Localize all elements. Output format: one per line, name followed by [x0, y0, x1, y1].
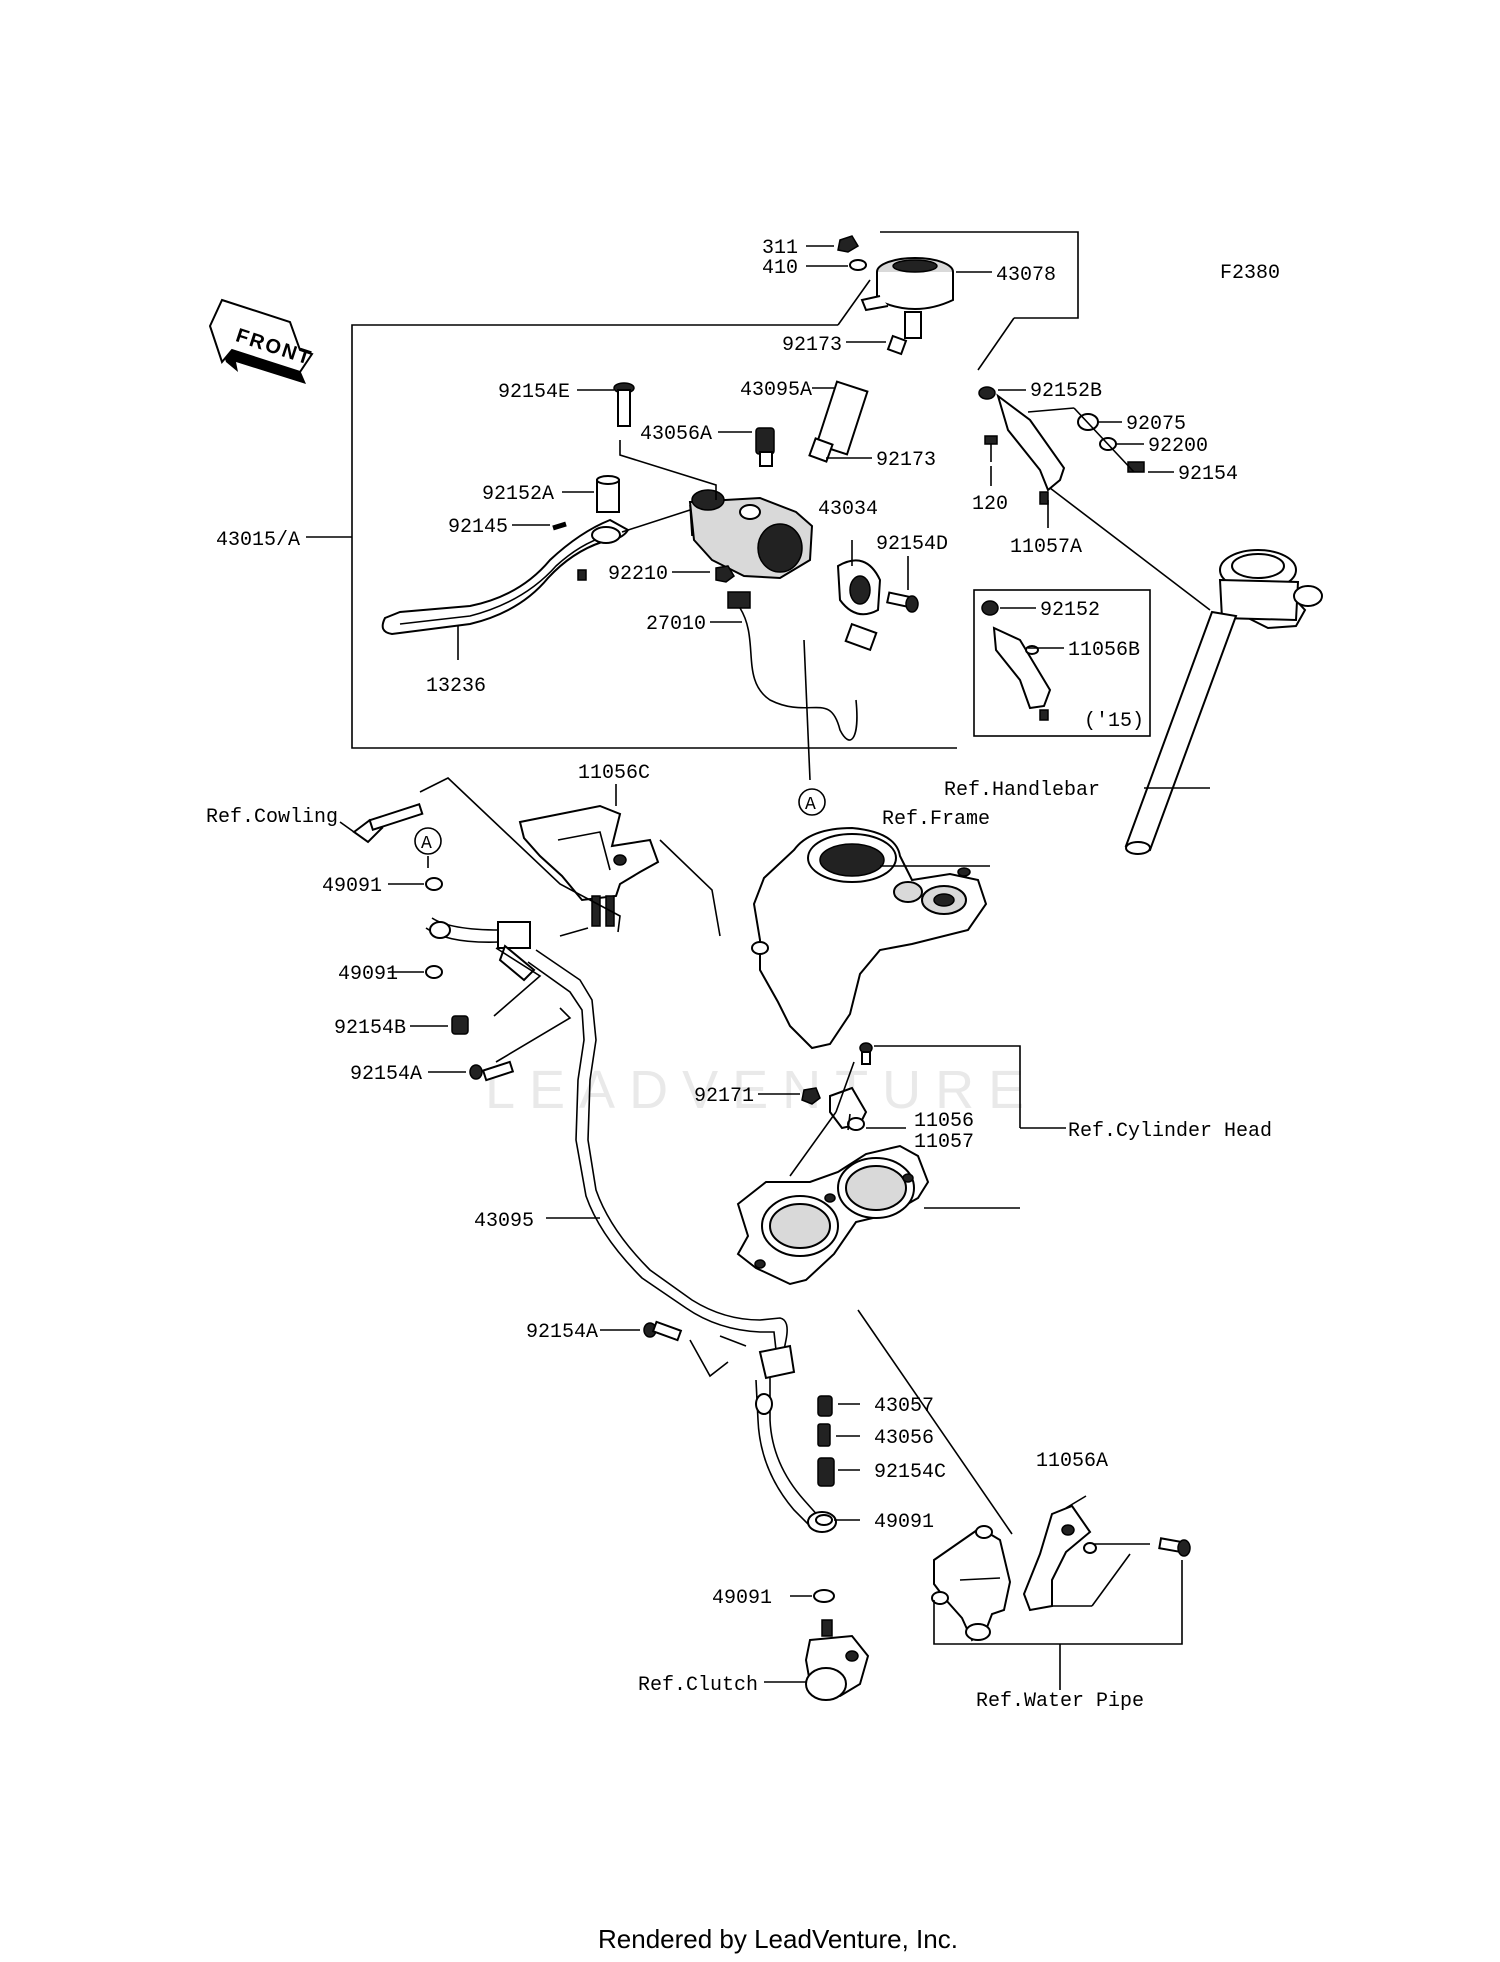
label-43056: 43056 [874, 1427, 934, 1450]
lever-13236-part [381, 518, 630, 636]
master-cylinder-body-part [688, 489, 814, 580]
label-92154e: 92154E [498, 381, 570, 404]
label-11057: 11057 [914, 1131, 974, 1154]
label-43015a: 43015/A [216, 529, 300, 552]
banjo-fitting-upper-part [388, 877, 572, 1082]
bracket-11056a-part [857, 1309, 1191, 1690]
label-43056a: 43056A [640, 423, 712, 446]
label-11056b: 11056B [1068, 639, 1140, 662]
frame-ref-part [751, 826, 990, 1050]
label-43034: 43034 [818, 498, 878, 521]
label-92154b: 92154B [334, 1017, 406, 1040]
circle-marker-a-top: A [798, 788, 826, 816]
collar-92152a-part [596, 475, 620, 513]
label-11056a: 11056A [1036, 1450, 1108, 1473]
label-92200: 92200 [1148, 435, 1208, 458]
label-49091-b: 49091 [338, 963, 398, 986]
washer-410-part [849, 259, 867, 271]
cylinder-head-part [736, 1144, 1020, 1286]
label-ref-water-pipe: Ref.Water Pipe [976, 1690, 1144, 1713]
label-92152a: 92152A [482, 483, 554, 506]
label-92173-top: 92173 [782, 334, 842, 357]
bracket-11056-part [758, 1042, 1066, 1177]
label-92154a-top: 92154A [350, 1063, 422, 1086]
bolt-ref-cowling-part [339, 802, 424, 844]
label-11056: 11056 [914, 1110, 974, 1133]
label-311: 311 [762, 237, 798, 260]
nut-311-part [837, 235, 860, 253]
label-92154d: 92154D [876, 533, 948, 556]
label-13236: 13236 [426, 675, 486, 698]
label-ref-handlebar: Ref.Handlebar [944, 779, 1100, 802]
label-92152: 92152 [1040, 599, 1100, 622]
label-49091-a: 49091 [322, 875, 382, 898]
label-ref-frame: Ref.Frame [882, 808, 990, 831]
clamp-43034-part [836, 559, 882, 616]
label-49091-c: 49091 [874, 1511, 934, 1534]
label-92145: 92145 [448, 516, 508, 539]
clutch-cylinder-part [764, 1619, 870, 1701]
label-43057: 43057 [874, 1395, 934, 1418]
figure-code: F2380 [1220, 262, 1280, 285]
handlebar-part [1049, 487, 1323, 855]
screw-92154e-part [613, 382, 635, 427]
nut-92210-part [715, 565, 735, 583]
variant-15-box [973, 589, 1151, 737]
label-92154: 92154 [1178, 463, 1238, 486]
label-ref-clutch: Ref.Clutch [638, 1674, 758, 1697]
master-cylinder-group-box [306, 231, 1079, 749]
label-92154c: 92154C [874, 1461, 946, 1484]
svg-text:A: A [421, 834, 432, 854]
banjo-fitting-lower-part [600, 1320, 860, 1603]
label-43078: 43078 [996, 264, 1056, 287]
label-15: ('15) [1084, 710, 1144, 733]
label-410: 410 [762, 257, 798, 280]
label-43095: 43095 [474, 1210, 534, 1233]
bracket-11056c-part [419, 777, 721, 937]
svg-text:A: A [805, 795, 816, 815]
spring-92145-part [552, 521, 567, 531]
water-pipe-part [931, 1525, 1012, 1642]
label-120: 120 [972, 493, 1008, 516]
label-ref-cylinder-head: Ref.Cylinder Head [1068, 1120, 1272, 1143]
leader-lines-upper [457, 245, 992, 781]
watermark-text: LEADVENTURE [485, 1060, 1038, 1120]
front-arrow-icon: FRONT [208, 298, 315, 384]
label-11056c: 11056C [578, 762, 650, 785]
label-92154a-bot: 92154A [526, 1321, 598, 1344]
label-43095a: 43095A [740, 379, 812, 402]
label-92152b: 92152B [1030, 380, 1102, 403]
label-27010: 27010 [646, 613, 706, 636]
footer-credit: Rendered by LeadVenture, Inc. [598, 1924, 958, 1954]
bracket-11057a-part [978, 386, 1174, 528]
fitting-43056a-part [755, 427, 775, 467]
bolt-92154d-part [886, 591, 919, 613]
switch-27010-part [727, 591, 878, 741]
label-92173-mid: 92173 [876, 449, 936, 472]
label-11057a: 11057A [1010, 536, 1082, 559]
reservoir-cap-part [860, 257, 954, 339]
label-92171: 92171 [694, 1085, 754, 1108]
circle-marker-a-left: A [414, 827, 442, 868]
label-92210: 92210 [608, 563, 668, 586]
hose-43095a-part [808, 334, 908, 463]
label-92075: 92075 [1126, 413, 1186, 436]
label-ref-cowling: Ref.Cowling [206, 806, 338, 829]
part-labels: 311 410 43078 92173 92152B 43095A 92075 … [206, 237, 1272, 1713]
label-49091-d: 49091 [712, 1587, 772, 1610]
